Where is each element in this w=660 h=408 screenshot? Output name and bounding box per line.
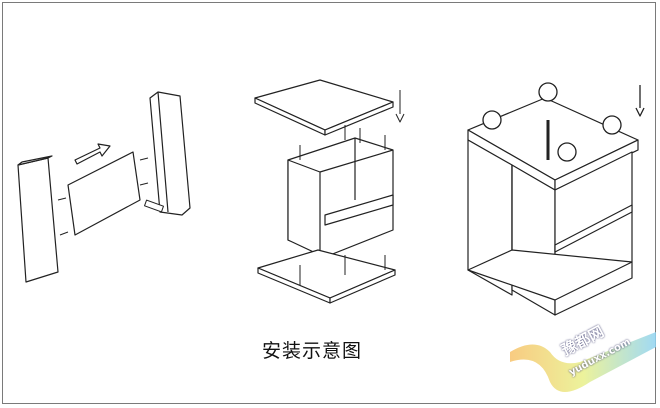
image-frame	[2, 2, 656, 404]
caption: 安装示意图	[262, 340, 363, 362]
top-panel	[254, 79, 394, 131]
left-side-panel	[17, 157, 59, 283]
step3-cabinet	[467, 82, 645, 316]
step1-panels	[17, 91, 191, 283]
caster-icons	[482, 82, 645, 162]
step2-box	[254, 79, 405, 304]
arrow-icon	[74, 143, 111, 165]
box-side	[287, 159, 321, 256]
middle-panel	[67, 151, 141, 236]
bottom-panel	[257, 249, 396, 299]
right-side-panel	[149, 91, 191, 216]
watermark-logo	[510, 332, 656, 392]
